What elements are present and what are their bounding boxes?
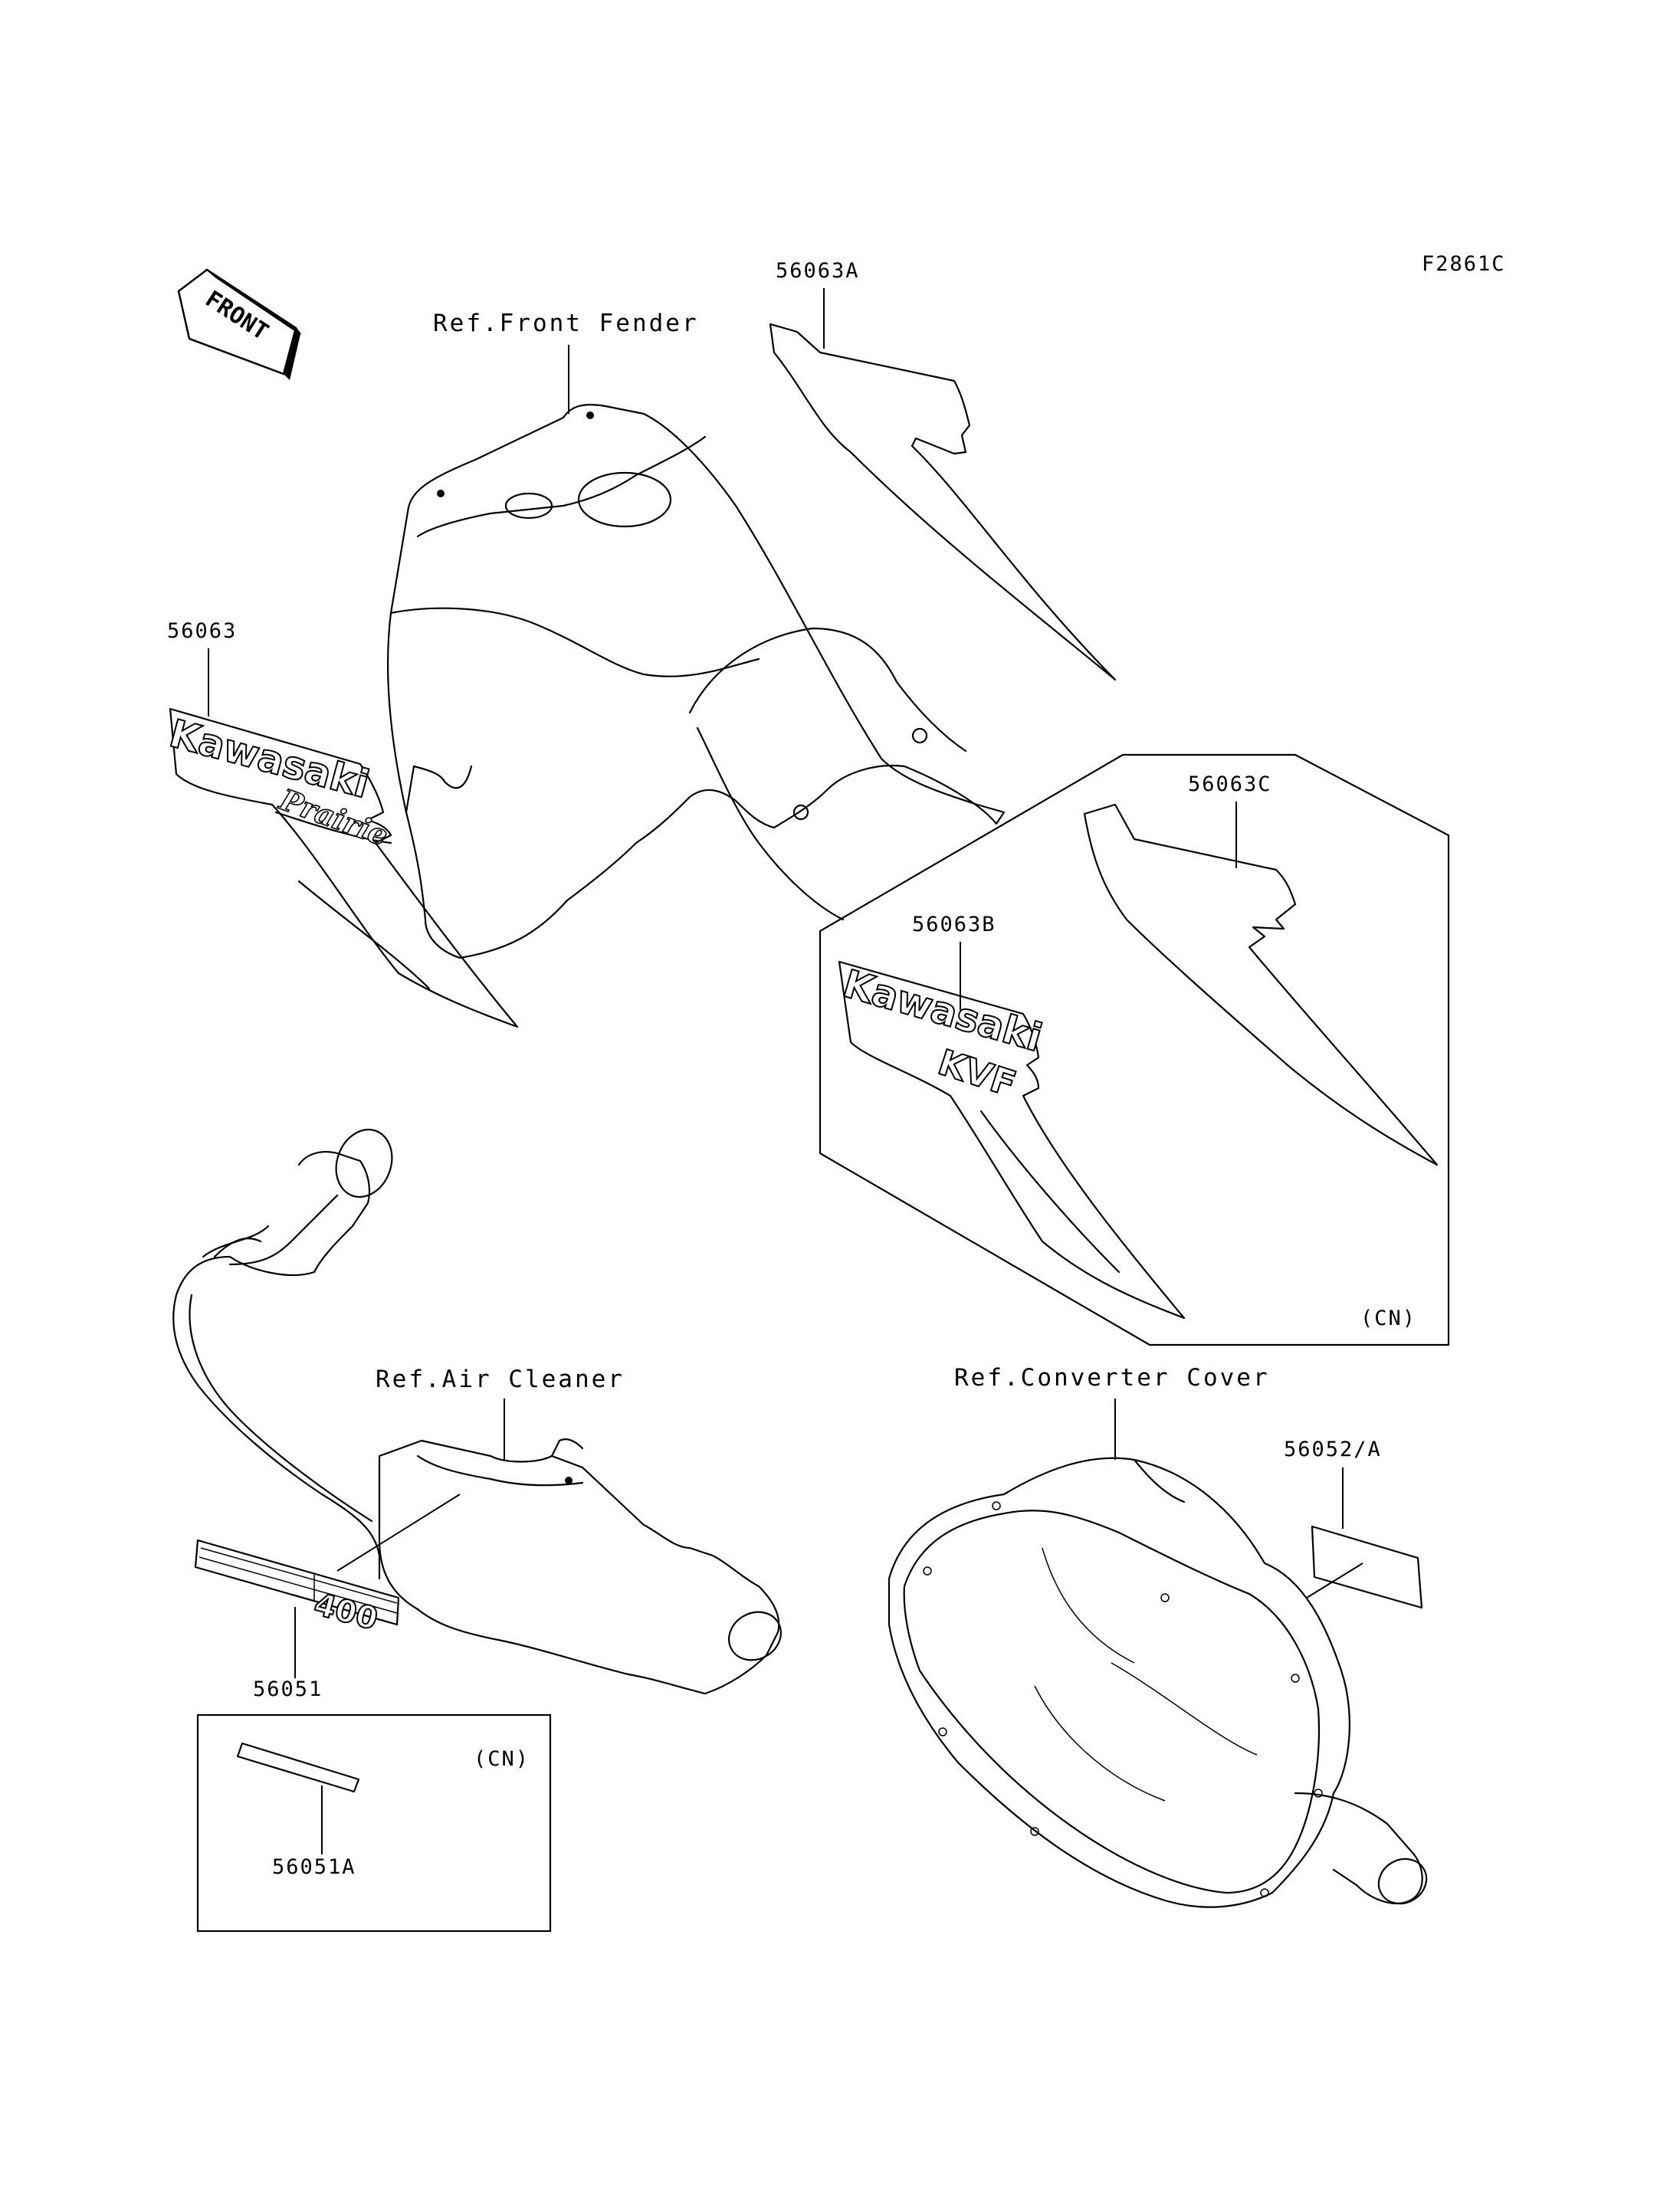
decal-56052A	[1311, 1525, 1423, 1609]
decal-56063B	[838, 960, 1186, 1320]
decal-brand-kvf: Kawasaki	[838, 962, 1047, 1061]
ref-front-fender-label: Ref.Front Fender	[433, 310, 699, 337]
figure-code: F2861C	[1422, 252, 1506, 276]
variant-label-right: (CN)	[1360, 1307, 1416, 1330]
variant-box-right	[819, 753, 1450, 1346]
leader-56052A-to-cover	[1306, 1562, 1363, 1599]
front-arrow-icon: FRONT	[177, 268, 301, 380]
variant-label-bottom: (CN)	[474, 1747, 530, 1771]
ref-converter-cover-label: Ref.Converter Cover	[954, 1364, 1270, 1392]
variant-box-bottom	[196, 1713, 552, 1933]
decal-engine-size: 400	[310, 1587, 382, 1638]
decal-56051A	[236, 1742, 360, 1793]
part-56051-label: 56051	[253, 1677, 323, 1701]
part-56063-label: 56063	[167, 619, 237, 643]
decal-56051	[194, 1539, 400, 1626]
part-56063B-label: 56063B	[912, 913, 996, 936]
part-56063A-label: 56063A	[776, 259, 860, 283]
decal-56063A	[769, 323, 1117, 681]
ref-air-cleaner-label: Ref.Air Cleaner	[376, 1366, 625, 1393]
leader-air-cleaner-duct	[336, 1494, 461, 1572]
decal-brand-prairie: Kawasaki	[165, 711, 373, 807]
part-56063C-label: 56063C	[1188, 772, 1272, 796]
air-cleaner	[172, 1128, 782, 1695]
decal-56063C	[1083, 803, 1439, 1166]
converter-cover	[888, 1457, 1428, 1908]
decal-56063	[169, 707, 519, 1028]
front-fender	[387, 404, 1006, 959]
part-56051A-label: 56051A	[272, 1855, 356, 1879]
part-56052A-label: 56052/A	[1284, 1438, 1382, 1461]
